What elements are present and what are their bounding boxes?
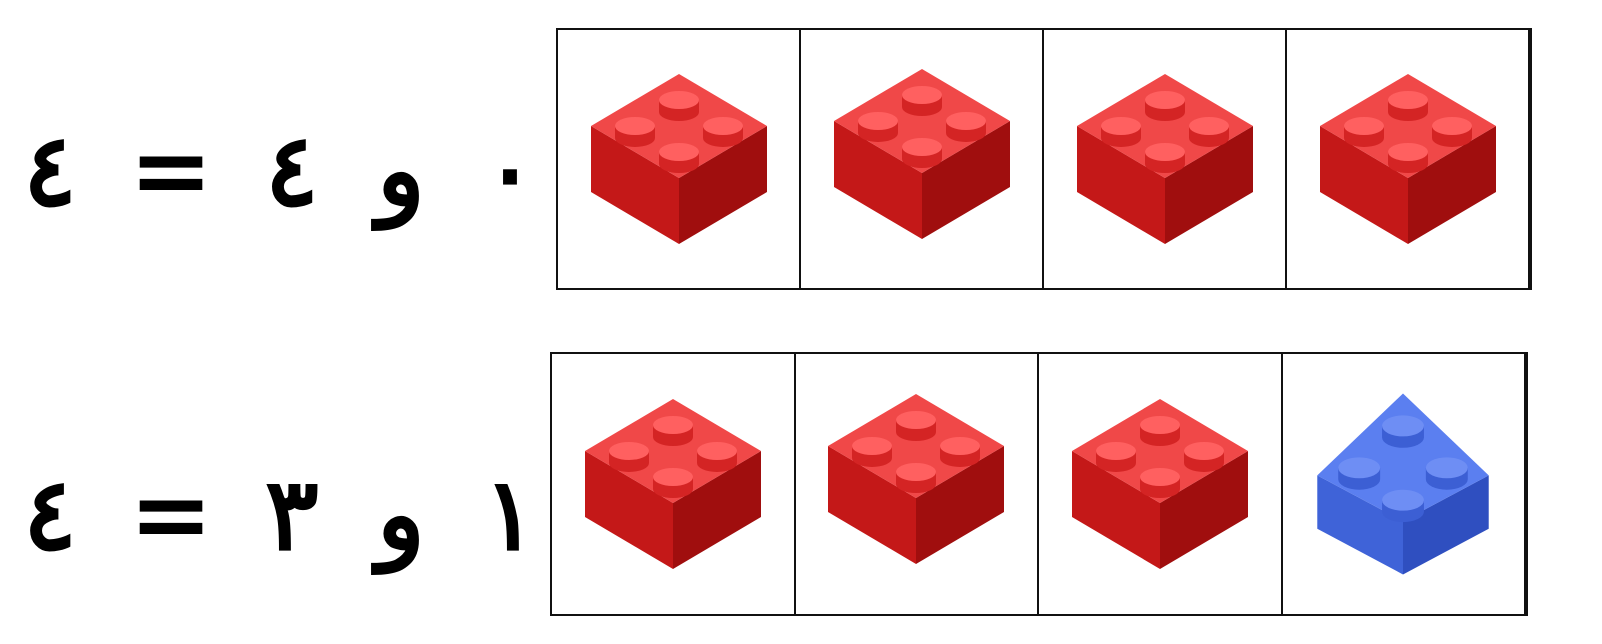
- frame-cell: [1039, 354, 1283, 614]
- frame-cell: [558, 30, 801, 288]
- addend-first: ٠: [483, 111, 537, 229]
- frame-cell: [1287, 30, 1528, 288]
- equation-2: ١ و ٣ = ٤: [20, 454, 540, 574]
- frame-cell: [552, 354, 796, 614]
- red-lego-brick-icon: [584, 399, 761, 569]
- red-lego-brick-icon: [828, 394, 1005, 564]
- equals-sign: =: [129, 111, 213, 229]
- blue-lego-brick-icon: [1317, 393, 1489, 575]
- addend-second: ٣: [265, 455, 319, 573]
- equation-row-1: ٠ و ٤ = ٤: [20, 28, 1532, 290]
- conjunction-and: و: [376, 111, 426, 229]
- addend-first: ١: [483, 455, 537, 573]
- ten-frame-1: [556, 28, 1532, 290]
- red-lego-brick-icon: [833, 69, 1010, 239]
- red-lego-brick-icon: [1319, 74, 1496, 244]
- equation-1: ٠ و ٤ = ٤: [20, 110, 540, 230]
- conjunction-and: و: [376, 455, 426, 573]
- red-lego-brick-icon: [1071, 399, 1248, 569]
- red-lego-brick-icon: [1076, 74, 1253, 244]
- ten-frame-2: [550, 352, 1528, 616]
- frame-cell: [801, 30, 1044, 288]
- frame-cell: [796, 354, 1039, 614]
- frame-cell: [1044, 30, 1287, 288]
- sum-total: ٤: [23, 111, 77, 229]
- red-lego-brick-icon: [590, 74, 767, 244]
- frame-cell: [1283, 354, 1525, 614]
- equation-row-2: ١ و ٣ = ٤: [0, 322, 1602, 644]
- addend-second: ٤: [265, 111, 319, 229]
- sum-total: ٤: [23, 455, 77, 573]
- equals-sign: =: [129, 455, 213, 573]
